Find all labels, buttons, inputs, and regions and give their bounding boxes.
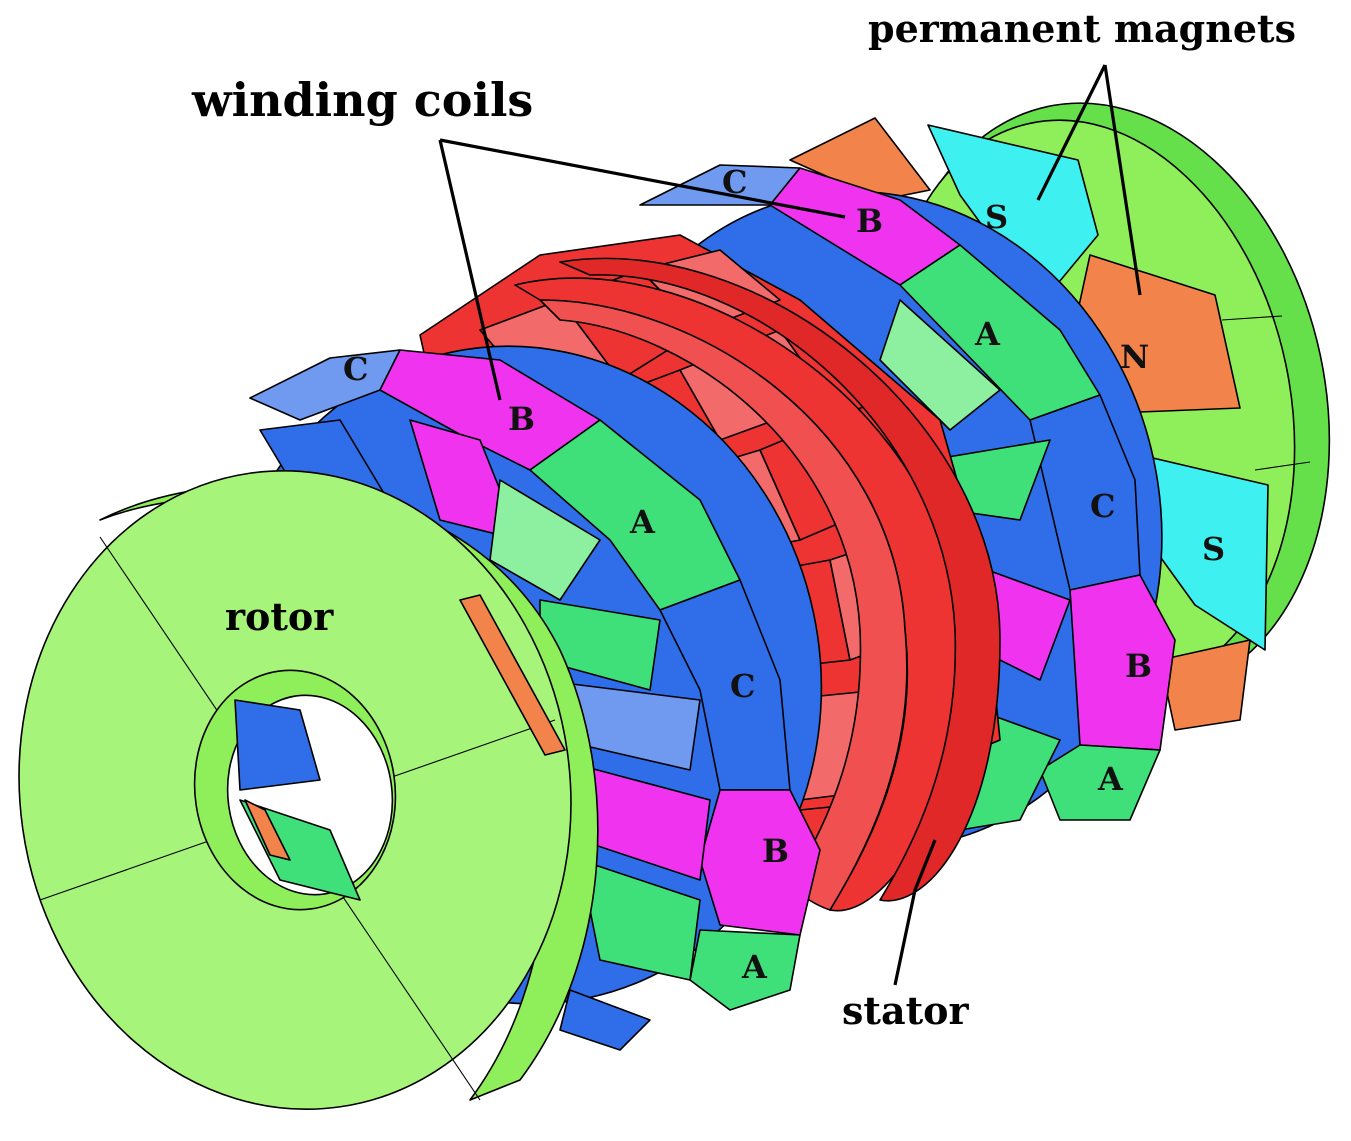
- leader-magnets-to-n: [1103, 64, 1142, 296]
- front-phase-a-bottom: A: [741, 948, 768, 986]
- winding-coils-label: winding coils: [191, 73, 533, 127]
- front-phase-c-top: C: [343, 350, 368, 388]
- leader-magnets-to-s: [1036, 64, 1107, 201]
- permanent-magnets-label: permanent magnets: [868, 6, 1296, 51]
- front-phase-b-top: B: [508, 400, 535, 438]
- front-phase-a: A: [629, 503, 656, 541]
- stator-label: stator: [842, 988, 969, 1033]
- magnet-pole-s-top: S: [985, 198, 1008, 236]
- magnet-orange-bottom: [1159, 639, 1251, 731]
- leader-coils-to-front: [438, 139, 502, 401]
- back-phase-c: C: [1090, 487, 1115, 525]
- leader-lines: [438, 64, 1142, 986]
- back-phase-b-top: B: [856, 202, 883, 240]
- front-phase-b: B: [762, 832, 789, 870]
- magnet-pole-n: N: [1120, 338, 1149, 376]
- back-coil-b-mid: [1069, 574, 1176, 751]
- rotor-label: rotor: [225, 594, 334, 639]
- back-coil-b-top: [769, 167, 961, 286]
- front-rotor-disc: [18, 470, 599, 1110]
- leader-stator: [893, 839, 937, 986]
- magnet-pole-s-bottom: S: [1202, 530, 1225, 568]
- back-phase-a: A: [974, 315, 1001, 353]
- leader-coils-to-back: [439, 138, 846, 219]
- back-phase-a-bottom: A: [1097, 760, 1124, 798]
- front-phase-c: C: [730, 667, 755, 705]
- magnet-s-top: [927, 124, 1099, 306]
- back-phase-b: B: [1125, 647, 1152, 685]
- back-phase-c-top: C: [722, 163, 747, 201]
- permanent-magnet-sectors: [789, 117, 1311, 731]
- back-coil-a-top: [899, 244, 1101, 421]
- back-coil-c-mid: [1029, 394, 1141, 591]
